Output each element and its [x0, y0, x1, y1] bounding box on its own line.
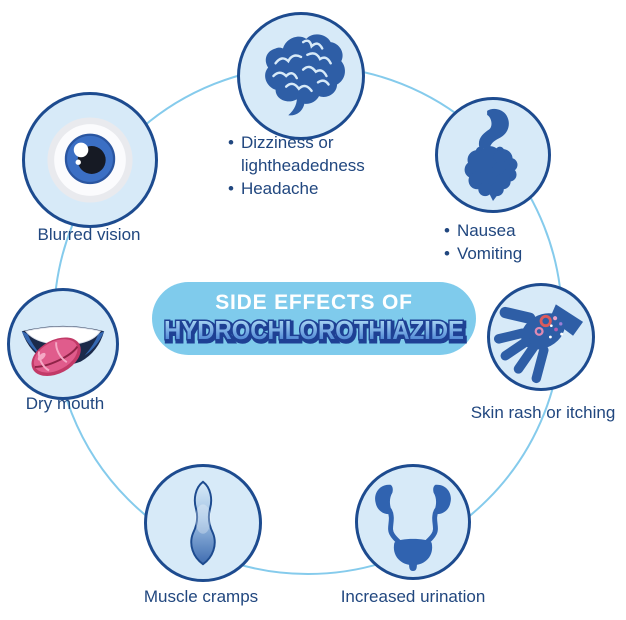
eye-bubble: [22, 92, 158, 228]
bullet-dot: •: [228, 133, 234, 152]
eye-icon: [34, 104, 146, 216]
kidneys-bladder-icon: [364, 473, 462, 571]
muscle-icon: [154, 474, 252, 572]
badge-subtitle: SIDE EFFECTS OF: [215, 291, 413, 314]
urinary-bubble: [355, 464, 471, 580]
title-badge: SIDE EFFECTS OF HYDROCHLOROTHIAZIDE HYDR…: [152, 282, 476, 355]
digestive-bullet-list: • Nausea • Vomiting: [444, 219, 574, 265]
brain-icon: [248, 23, 354, 129]
list-item: • Vomiting: [444, 242, 574, 265]
bullet-text: Headache: [240, 179, 319, 198]
list-item: • Nausea: [444, 219, 574, 242]
label-skin-rash: Skin rash or itching: [470, 403, 616, 422]
bullet-dot: •: [444, 244, 450, 263]
hand-bubble: [487, 283, 595, 391]
digestive-bubble: [435, 97, 551, 213]
muscle-bubble: [144, 464, 262, 582]
bullet-text: Vomiting: [456, 244, 523, 263]
bullet-dot: •: [228, 179, 234, 198]
brain-bubble: [237, 12, 365, 140]
bullet-dot: •: [444, 221, 450, 240]
mouth-tongue-icon: [14, 295, 112, 393]
mouth-bubble: [7, 288, 119, 400]
list-item: • Dizziness or lightheadedness: [228, 131, 396, 177]
badge-title-shadow: HYDROCHLOROTHIAZIDE: [166, 317, 466, 347]
brain-bullet-list: • Dizziness or lightheadedness • Headach…: [228, 131, 396, 200]
bullet-text: Dizziness or lightheadedness: [240, 133, 365, 175]
bullet-text: Nausea: [456, 221, 516, 240]
label-dry-mouth: Dry mouth: [25, 394, 105, 413]
label-muscle-cramps: Muscle cramps: [143, 587, 259, 606]
stomach-intestines-icon: [444, 106, 542, 204]
list-item: • Headache: [228, 177, 396, 200]
label-blurred-vision: Blurred vision: [37, 225, 141, 244]
badge-title-svg: HYDROCHLOROTHIAZIDE HYDROCHLOROTHIAZIDE: [163, 314, 469, 348]
badge-title: HYDROCHLOROTHIAZIDE: [164, 315, 464, 345]
hand-rash-icon: [494, 290, 588, 384]
label-increased-urination: Increased urination: [340, 587, 486, 606]
